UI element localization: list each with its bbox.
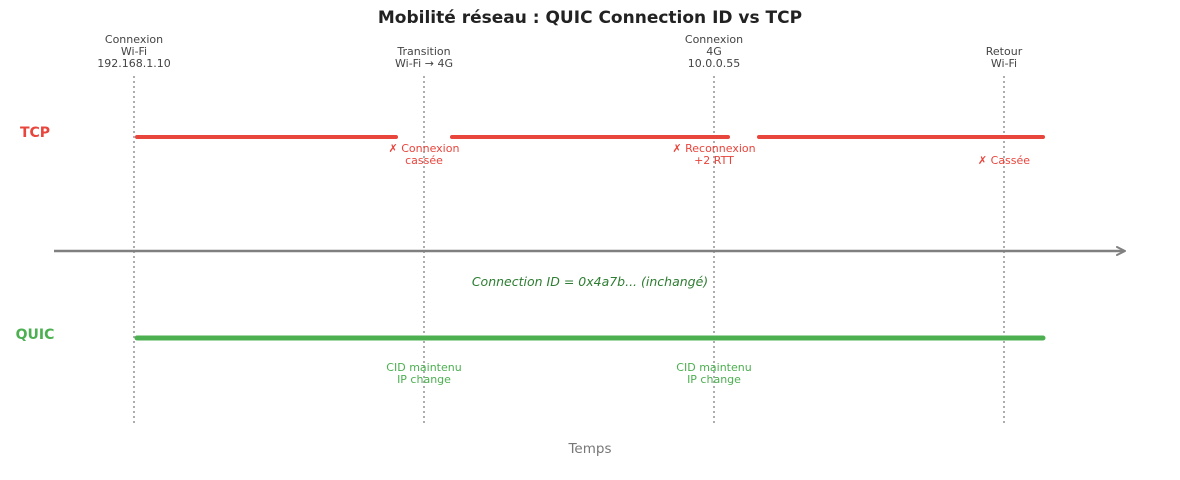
- tcp-note-1-line: +2 RTT: [694, 154, 734, 167]
- event-label-2-line: Connexion: [685, 33, 743, 46]
- quic-note-1-line: CID maintenu: [676, 361, 751, 374]
- event-label-2-line: 10.0.0.55: [688, 57, 740, 70]
- event-label-0-line: Wi-Fi: [121, 45, 147, 58]
- tcp-note-2: ✗ Cassée: [978, 154, 1030, 167]
- event-label-3-line: Retour: [986, 45, 1023, 58]
- quic-note-1-line: IP change: [687, 373, 741, 386]
- event-label-1-line: Transition: [396, 45, 450, 58]
- tcp-row-label: TCP: [20, 125, 50, 141]
- event-label-1-line: Wi-Fi → 4G: [395, 57, 453, 70]
- quic-note-0-line: CID maintenu: [386, 361, 461, 374]
- tcp-note-1-line: ✗ Reconnexion: [672, 142, 755, 155]
- time-axis-label: Temps: [567, 441, 611, 457]
- event-label-3-line: Wi-Fi: [991, 57, 1017, 70]
- event-label-0-line: Connexion: [105, 33, 163, 46]
- event-label-0-line: 192.168.1.10: [97, 57, 170, 70]
- tcp-note-1: ✗ Reconnexion+2 RTT: [672, 142, 755, 167]
- quic-note-0-line: IP change: [397, 373, 451, 386]
- diagram-title: Mobilité réseau : QUIC Connection ID vs …: [378, 8, 802, 28]
- tcp-note-2-line: ✗ Cassée: [978, 154, 1030, 167]
- tcp-note-0-line: ✗ Connexion: [389, 142, 460, 155]
- connection-id-label: Connection ID = 0x4a7b... (inchangé): [472, 274, 708, 289]
- quic-row-label: QUIC: [16, 327, 55, 343]
- tcp-note-0-line: cassée: [405, 154, 443, 167]
- event-label-2-line: 4G: [706, 45, 722, 58]
